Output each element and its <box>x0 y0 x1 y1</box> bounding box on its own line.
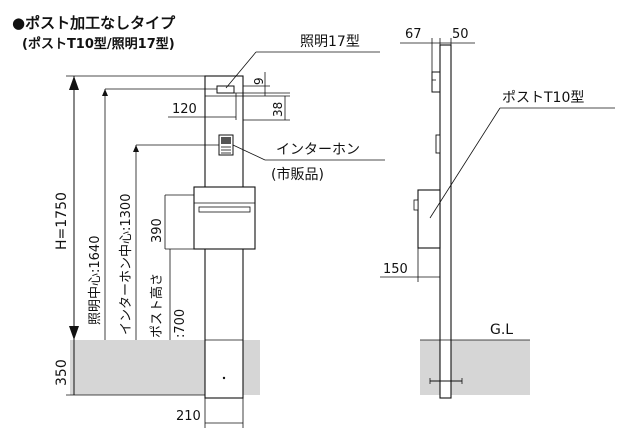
dim-9-label: 9 <box>252 77 266 85</box>
intercom-center-label: インターホン中心:1300 <box>119 194 134 335</box>
title-line-2: (ポストT10型/照明17型) <box>22 36 175 52</box>
post-height-label-b: :700 <box>173 309 188 338</box>
light-center-label: 照明中心:1640 <box>88 236 103 325</box>
dim-390-label: 390 <box>150 218 165 243</box>
dim-38-label: 38 <box>271 102 285 117</box>
side-post <box>413 44 463 399</box>
lamp-icon <box>216 85 235 94</box>
depth-350-label: 350 <box>54 359 70 386</box>
dim-67-label: 67 <box>405 27 422 42</box>
dim-210-label: 210 <box>176 409 201 424</box>
dim-150-label: 150 <box>383 262 408 277</box>
ground-right <box>420 340 530 395</box>
height-total-label: H=1750 <box>54 192 70 250</box>
dim-120-label: 120 <box>172 102 197 117</box>
intercom-label: インターホン <box>276 142 360 158</box>
intercom-note-label: (市販品) <box>271 166 324 183</box>
ground-level-label: G.L <box>490 322 513 338</box>
front-post <box>193 75 256 399</box>
post-height-label-a: ポスト高さ <box>149 273 165 338</box>
intercom-icon <box>218 134 234 156</box>
dim-50-label: 50 <box>452 27 469 42</box>
mailbox-icon <box>193 186 256 250</box>
title-line-1: ●ポスト加工なしタイプ <box>12 14 176 32</box>
light-model-label: 照明17型 <box>300 34 360 50</box>
post-model-label: ポストT10型 <box>502 90 584 106</box>
